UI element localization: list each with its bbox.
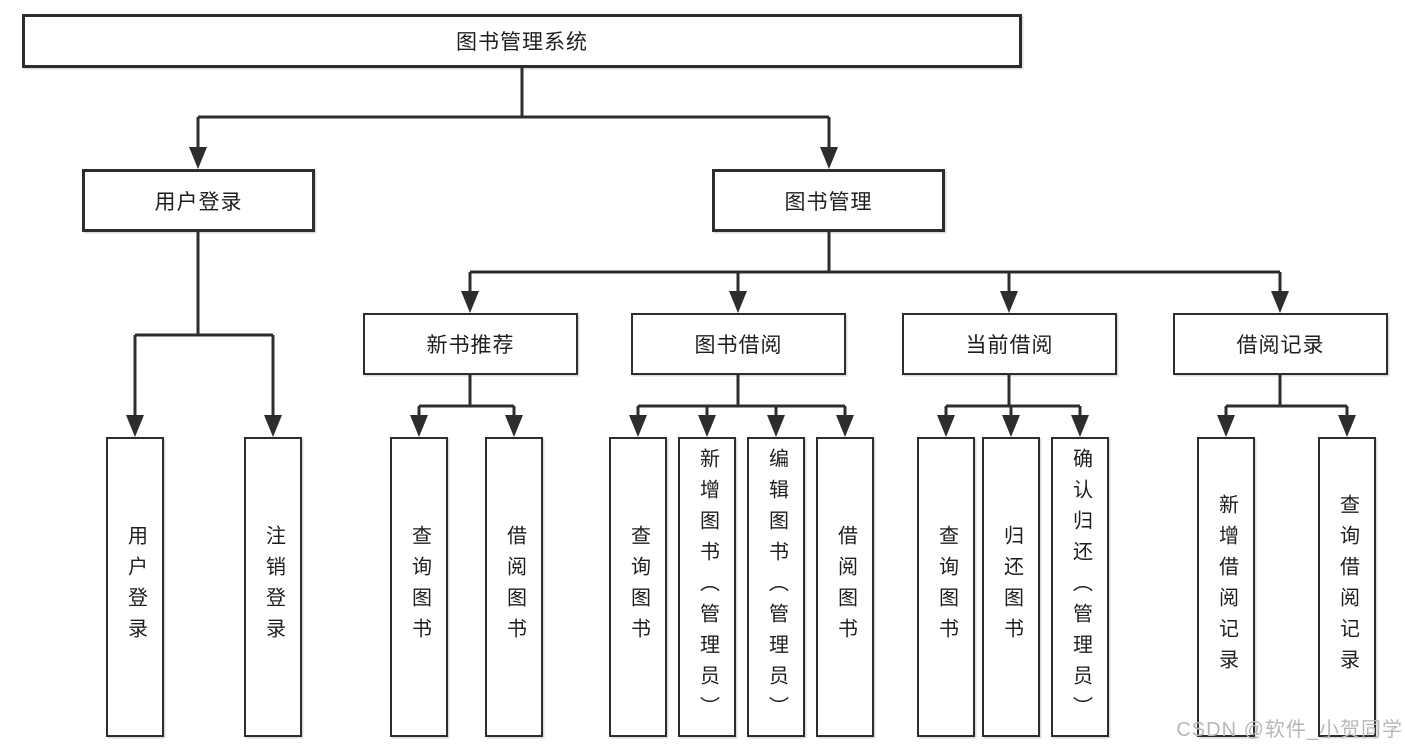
node-label: 用户登录 (124, 525, 147, 649)
connector-user-login-branch (133, 232, 275, 417)
node-leaf-return-books: 归还图书 (982, 437, 1040, 737)
node-leaf-recommend-query-books: 查询图书 (390, 437, 448, 737)
arrowhead-icon (629, 415, 647, 437)
arrowhead-icon (1338, 415, 1356, 437)
arrowhead-icon (1271, 291, 1289, 313)
node-leaf-current-query-books: 查询图书 (917, 437, 975, 737)
arrowhead-icon (767, 415, 785, 437)
node-label: 编辑图书（管理员） (765, 447, 788, 727)
connector-book-management-branch (468, 232, 1282, 293)
connector-borrow-records-group (1224, 375, 1349, 417)
node-current-borrow: 当前借阅 (902, 313, 1117, 375)
node-leaf-user-login: 用户登录 (106, 437, 164, 737)
arrowhead-icon (1217, 415, 1235, 437)
node-label: 查询图书 (627, 525, 650, 649)
arrowhead-icon (264, 415, 282, 437)
node-leaf-add-borrow-record: 新增借阅记录 (1197, 437, 1255, 737)
arrowhead-icon (820, 147, 838, 169)
arrowhead-icon (189, 147, 207, 169)
node-label: 图书管理系统 (456, 31, 588, 54)
node-label: 借阅图书 (834, 525, 857, 649)
node-book-borrow: 图书借阅 (631, 313, 846, 375)
node-user-login: 用户登录 (82, 169, 315, 232)
node-label: 新增图书（管理员） (696, 447, 719, 727)
node-library-management-system: 图书管理系统 (22, 14, 1022, 68)
node-leaf-logout: 注销登录 (244, 437, 302, 737)
node-label: 新增借阅记录 (1215, 494, 1238, 680)
node-leaf-borrow-books: 借阅图书 (816, 437, 874, 737)
csdn-watermark: CSDN @软件_小贺同学 (1176, 719, 1403, 741)
node-label: 图书借阅 (694, 334, 783, 357)
node-leaf-add-books-admin: 新增图书（管理员） (678, 437, 736, 737)
node-borrow-records: 借阅记录 (1173, 313, 1388, 375)
connector-current-borrow-group (944, 375, 1082, 417)
connector-book-borrow-group (636, 375, 847, 417)
connector-new-book-recommend-group (417, 375, 516, 417)
arrowhead-icon (1002, 415, 1020, 437)
connector-root-to-level2 (196, 68, 831, 149)
node-label: 新书推荐 (426, 334, 515, 357)
arrowhead-icon (1000, 291, 1018, 313)
arrowhead-icon (505, 415, 523, 437)
node-label: 归还图书 (1000, 525, 1023, 649)
node-label: 借阅记录 (1236, 334, 1325, 357)
node-book-management: 图书管理 (712, 169, 945, 232)
node-label: 注销登录 (262, 525, 285, 649)
arrowhead-icon (1071, 415, 1089, 437)
arrowhead-icon (410, 415, 428, 437)
node-leaf-confirm-return-admin: 确认归还（管理员） (1051, 437, 1109, 737)
arrowhead-icon (836, 415, 854, 437)
node-new-book-recommend: 新书推荐 (363, 313, 578, 375)
node-leaf-recommend-borrow-books: 借阅图书 (485, 437, 543, 737)
arrowhead-icon (729, 291, 747, 313)
arrowhead-icon (461, 291, 479, 313)
node-label: 借阅图书 (503, 525, 526, 649)
node-label: 查询借阅记录 (1336, 494, 1359, 680)
node-leaf-edit-books-admin: 编辑图书（管理员） (747, 437, 805, 737)
node-leaf-borrow-query-books: 查询图书 (609, 437, 667, 737)
arrowhead-icon (937, 415, 955, 437)
node-leaf-query-borrow-record: 查询借阅记录 (1318, 437, 1376, 737)
node-label: 当前借阅 (965, 334, 1054, 357)
node-label: 查询图书 (935, 525, 958, 649)
node-label: 查询图书 (408, 525, 431, 649)
node-label: 确认归还（管理员） (1069, 447, 1092, 727)
node-label: 图书管理 (784, 190, 873, 214)
node-label: 用户登录 (154, 190, 243, 214)
arrowhead-icon (126, 415, 144, 437)
arrowhead-icon (698, 415, 716, 437)
